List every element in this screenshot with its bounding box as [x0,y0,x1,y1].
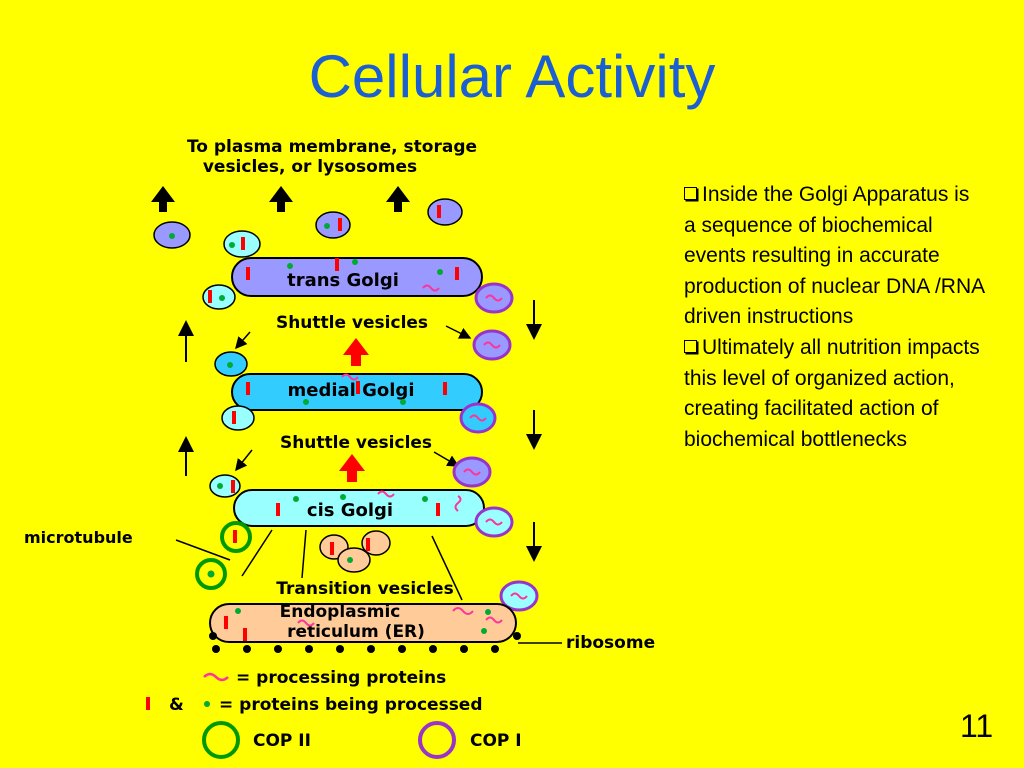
golgi-diagram: To plasma membrane, storage vesicles, or… [24,137,655,759]
bullet-text: Ultimately all nutrition impacts this le… [684,335,980,451]
bullet-list: Inside the Golgi Apparatus is a sequence… [684,180,984,455]
bullet-item: Inside the Golgi Apparatus is a sequence… [684,180,984,333]
bullet-item: Ultimately all nutrition impacts this le… [684,333,984,455]
protein-dot-icon [204,701,210,707]
er-label-line1: Endoplasmic [280,602,401,622]
microtubule-label: microtubule [24,528,133,547]
red-up-arrow-upper [343,338,369,366]
checkbox-bullet-icon [684,187,697,200]
endoplasmic-reticulum [209,603,517,643]
top-label-line1: To plasma membrane, storage [187,137,477,157]
checkbox-bullet-icon [684,339,697,353]
ribosome-dots [209,632,521,653]
export-arrows [151,186,410,212]
top-label-line2: vesicles, or lysosomes [203,157,417,177]
legend-cop2-label: COP II [253,731,311,751]
trans-golgi-label: trans Golgi [287,270,399,291]
bullet-text: Inside the Golgi Apparatus is a sequence… [684,183,984,329]
trans-golgi-cisterna [231,257,483,297]
red-up-arrow-lower [339,454,365,482]
cis-golgi-label: cis Golgi [307,500,393,521]
slide-title: Cellular Activity [308,43,716,110]
shuttle-vesicles-upper-label: Shuttle vesicles [276,313,428,333]
protein-bar-icon [146,697,150,710]
medial-golgi-label: medial Golgi [288,380,415,401]
cop2-circle-icon [202,721,240,759]
legend-processed-label: = proteins being processed [219,695,483,715]
ribosome-label: ribosome [566,633,655,653]
processing-protein-squiggle-icon [203,672,229,682]
shuttle-vesicles-lower-label: Shuttle vesicles [280,433,432,453]
transition-vesicles-label: Transition vesicles [276,579,453,599]
secretory-vesicles [153,198,463,258]
legend-processing-label: = processing proteins [236,668,446,688]
legend-cop1-label: COP I [470,731,522,751]
er-label-line2: reticulum (ER) [287,622,425,642]
legend-amp: & [169,695,184,715]
page-number: 11 [960,708,994,744]
cop1-circle-icon [418,721,456,759]
